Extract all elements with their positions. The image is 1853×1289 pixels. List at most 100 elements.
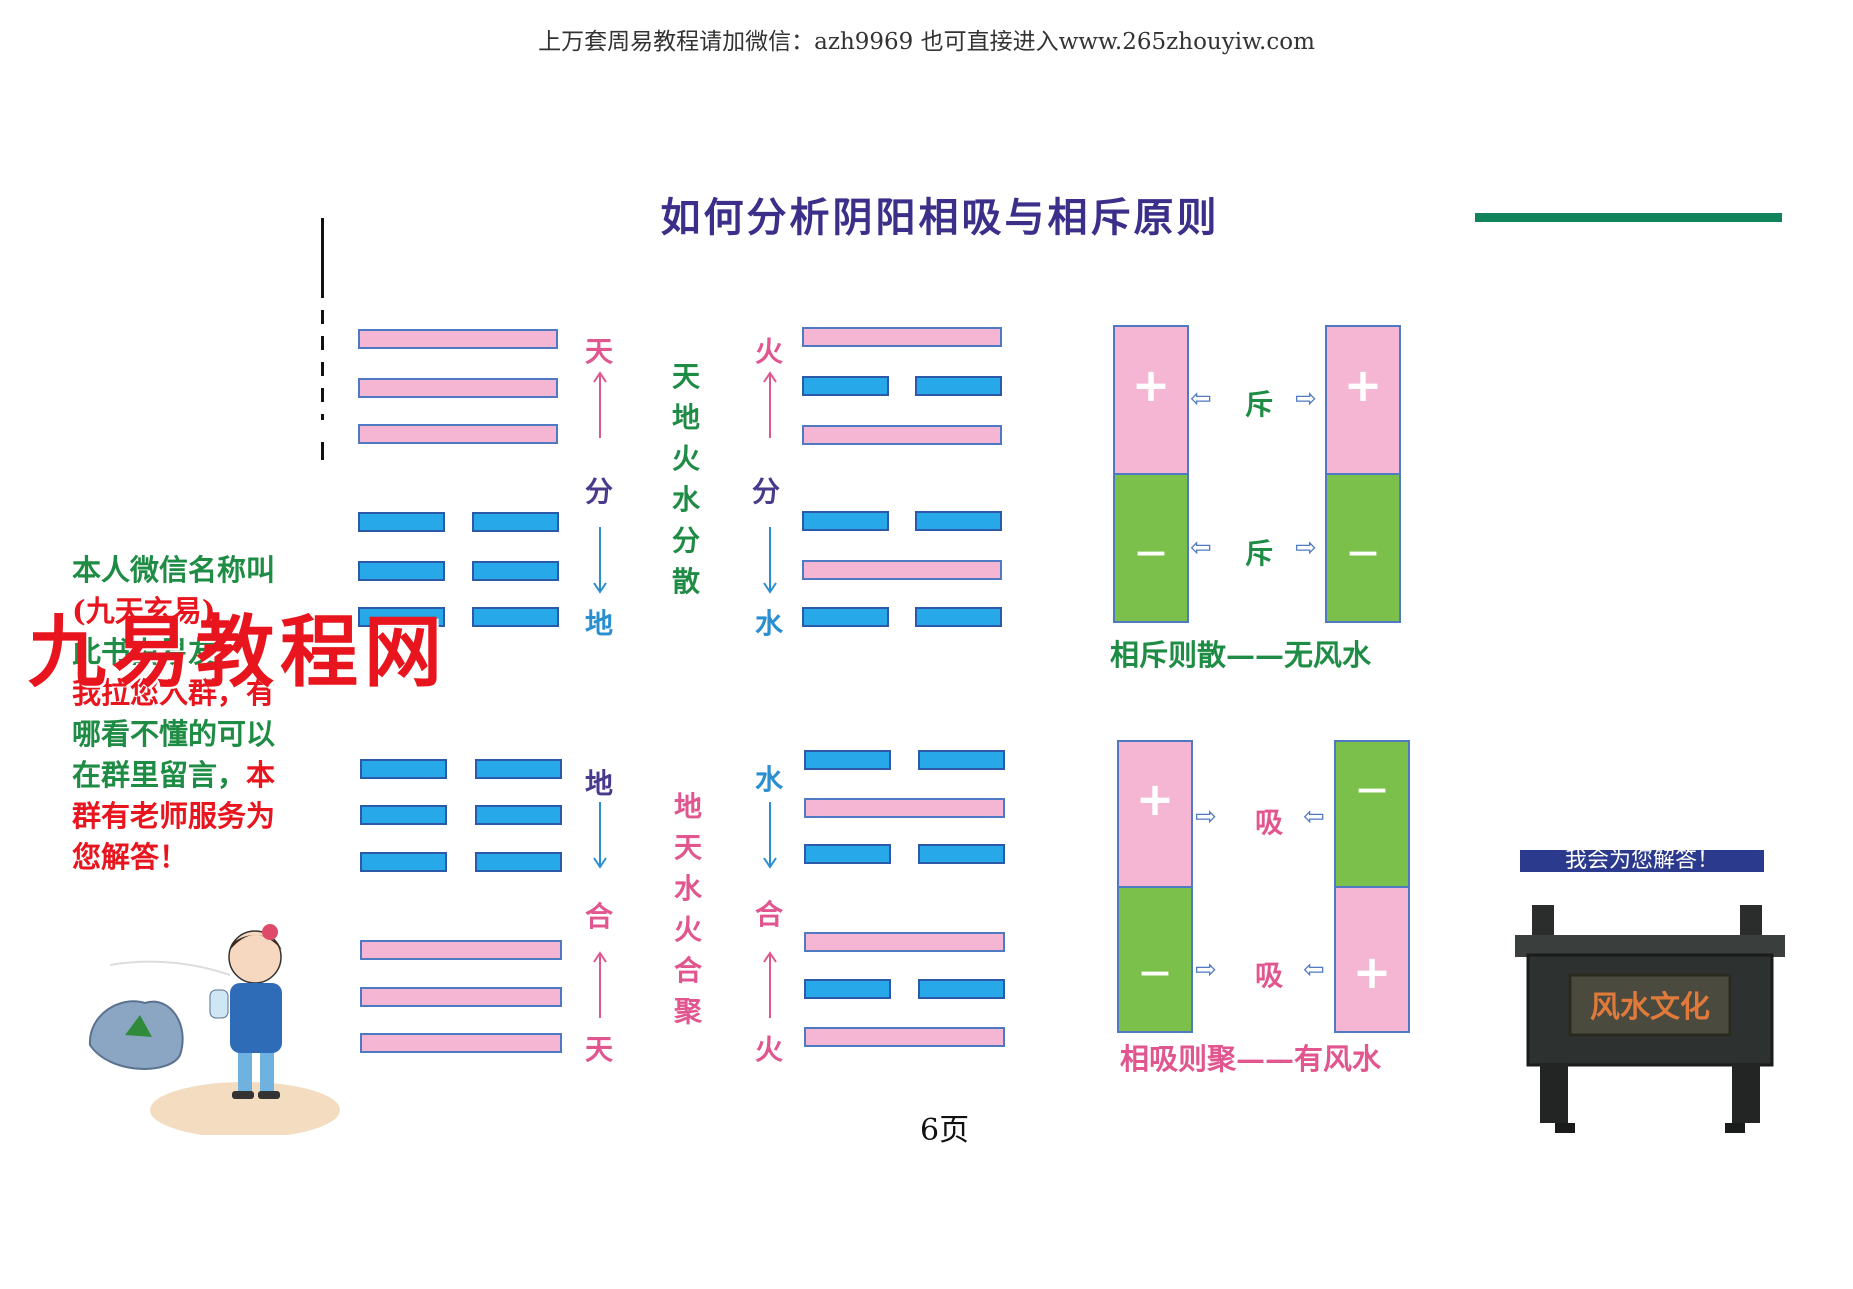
label-water: 水: [755, 763, 784, 796]
label-unite: 合: [755, 898, 784, 931]
divider-dash: [321, 336, 324, 350]
yin-line: [915, 607, 1002, 627]
yin-line: [915, 511, 1002, 531]
label-divide: 分: [752, 475, 781, 508]
arrow-right-icon: ⇨: [1195, 802, 1217, 832]
label-attract: 吸: [1255, 806, 1284, 839]
yang-line: [358, 378, 558, 398]
negative-block: [1334, 740, 1410, 888]
divider-line: [321, 218, 324, 298]
yin-line: [802, 607, 889, 627]
label-unite: 合: [585, 900, 614, 933]
arrow-right-icon: ⇨: [1295, 533, 1317, 563]
negative-block: [1113, 473, 1189, 623]
negative-block: [1117, 886, 1193, 1033]
arrow-right-icon: ⇨: [1195, 955, 1217, 985]
arrow-left-icon: ⇦: [1190, 384, 1212, 414]
yin-line: [804, 750, 891, 770]
yin-line: [918, 979, 1005, 999]
minus-sign: —: [1357, 772, 1387, 807]
divider-dash: [321, 388, 324, 402]
wechat-notice: 本人微信名称叫 (九天玄易) 此书由易友 我拉您入群，有 哪看不懂的可以 在群里…: [72, 550, 342, 878]
yin-line: [472, 512, 559, 532]
label-fire: 火: [755, 1033, 784, 1066]
notice-line: 我拉您入群，有: [72, 676, 276, 710]
positive-block: [1334, 886, 1410, 1033]
yang-line: [358, 329, 558, 349]
arrow-left-icon: ⇦: [1303, 955, 1325, 985]
watermark: 九易教程网: [28, 608, 449, 698]
yin-line: [804, 844, 891, 864]
yin-line: [358, 561, 445, 581]
yin-line: [360, 805, 447, 825]
yang-line: [802, 560, 1002, 580]
yang-line: [360, 940, 562, 960]
attract-caption: 相吸则聚——有风水: [1120, 1042, 1382, 1076]
arrow-down-icon: [763, 527, 777, 594]
arrow-up-icon: [763, 951, 777, 1018]
repel-caption: 相斥则散——无风水: [1110, 638, 1372, 672]
negative-block: [1325, 473, 1401, 623]
yin-line: [360, 852, 447, 872]
yang-line: [804, 932, 1005, 952]
yin-line: [472, 607, 559, 627]
notice-line: 您解答！: [72, 840, 189, 874]
arrow-down-icon: [593, 527, 607, 594]
minus-sign: —: [1140, 955, 1170, 990]
positive-block: [1325, 325, 1401, 475]
notice-line: (九天玄易): [72, 594, 216, 628]
cauldron-plaque: 风水文化: [1590, 990, 1710, 1025]
yang-line: [358, 424, 558, 444]
plus-sign: +: [1135, 772, 1175, 826]
divider-dash: [321, 442, 324, 460]
label-earth: 地: [585, 607, 614, 640]
yin-line: [475, 852, 562, 872]
arrow-right-icon: ⇨: [1295, 384, 1317, 414]
arrow-up-icon: [593, 951, 607, 1018]
yang-line: [804, 1027, 1005, 1047]
green-accent-bar: [1475, 213, 1782, 222]
notice-line: 群有老师服务为: [72, 799, 276, 833]
yin-line: [918, 750, 1005, 770]
vertical-text-scatter: 天 地 火 水 分 散: [671, 360, 700, 598]
minus-sign: —: [1136, 535, 1166, 570]
yang-line: [802, 425, 1002, 445]
yang-line: [804, 798, 1005, 818]
label-divide: 分: [585, 475, 614, 508]
arrow-up-icon: [763, 371, 777, 438]
plus-sign: +: [1343, 358, 1383, 412]
arrow-down-icon: [763, 802, 777, 869]
yang-line: [360, 1033, 562, 1053]
notice-line: 本人微信名称叫: [72, 553, 276, 587]
arrow-up-icon: [593, 371, 607, 438]
label-repel: 斥: [1245, 537, 1274, 570]
plus-sign: +: [1131, 358, 1171, 412]
page-number: 6页: [920, 1113, 970, 1148]
notice-line: 此书由易友: [72, 635, 218, 669]
cauldron-image: [1515, 905, 1785, 1133]
positive-block: [1113, 325, 1189, 475]
cauldron-banner: 我会为您解答！: [1520, 850, 1764, 872]
notice-line: 哪看不懂的可以: [72, 717, 276, 751]
label-earth: 地: [585, 767, 614, 800]
label-water: 水: [755, 607, 784, 640]
label-heaven: 天: [585, 1033, 614, 1066]
yin-line: [802, 376, 889, 396]
arrow-left-icon: ⇦: [1303, 802, 1325, 832]
yin-line: [804, 979, 891, 999]
label-repel: 斥: [1245, 388, 1274, 421]
arrow-down-icon: [593, 802, 607, 869]
positive-block: [1117, 740, 1193, 888]
arrow-left-icon: ⇦: [1190, 533, 1212, 563]
yin-line: [915, 376, 1002, 396]
yin-line: [475, 759, 562, 779]
yin-line: [472, 561, 559, 581]
divider-dash: [321, 414, 324, 420]
header-text: 上万套周易教程请加微信：azh9969 也可直接进入www.265zhouyiw…: [538, 29, 1315, 55]
child-illustration: [88, 924, 340, 1135]
yin-line: [802, 511, 889, 531]
yang-line: [360, 987, 562, 1007]
divider-dash: [321, 362, 324, 376]
yang-line: [802, 327, 1002, 347]
minus-sign: —: [1348, 535, 1378, 570]
